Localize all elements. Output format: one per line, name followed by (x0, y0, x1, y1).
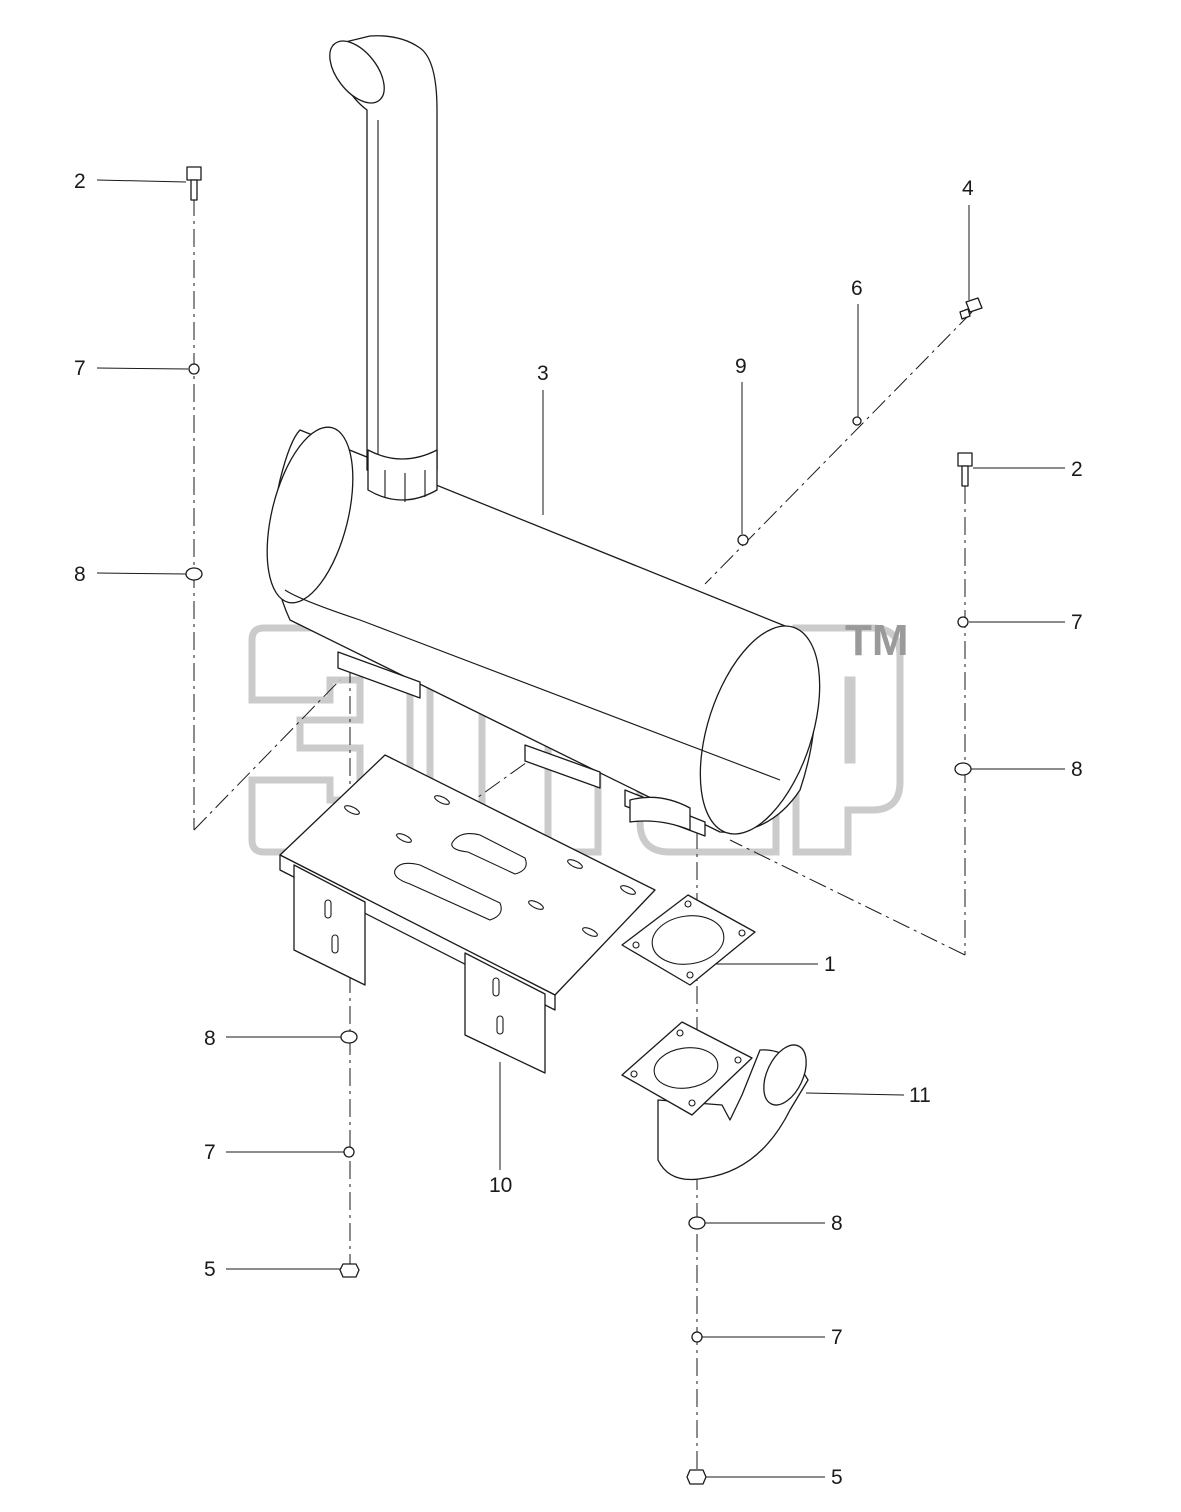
washer-8b (954, 762, 972, 776)
callout-5-lower-right: 5 (831, 1466, 843, 1489)
fasteners (185, 166, 983, 1485)
muffler-assembly (266, 35, 821, 837)
callout-11: 11 (909, 1084, 931, 1107)
nut-5b (686, 1469, 707, 1485)
nut-5a (339, 1263, 360, 1278)
washer-7d (691, 1331, 703, 1343)
washer-7a (188, 363, 200, 375)
callout-8-right: 8 (1071, 758, 1083, 781)
washer-7c (343, 1146, 355, 1158)
callout-3: 3 (537, 362, 549, 385)
callout-2-left: 2 (74, 170, 86, 193)
trademark-label: TM (845, 616, 909, 665)
callout-7-left: 7 (74, 357, 86, 380)
gasket (621, 894, 756, 986)
washer-9 (737, 534, 749, 546)
callout-8-lower-left: 8 (204, 1027, 216, 1050)
bolt-left (186, 166, 202, 201)
bolt-right (957, 452, 973, 487)
callout-7-lower-right: 7 (831, 1326, 843, 1349)
callout-7-right: 7 (1071, 611, 1083, 634)
leader-lines (96, 179, 1065, 1478)
callout-1: 1 (824, 953, 836, 976)
callout-7-lower-left: 7 (204, 1141, 216, 1164)
mounting-bracket (279, 754, 656, 1074)
callout-2-right: 2 (1071, 458, 1083, 481)
callout-labels: 2 7 8 3 9 6 4 2 7 8 1 11 8 7 5 10 8 7 5 (74, 170, 1083, 1489)
callout-8-left: 8 (74, 563, 86, 586)
washer-8a (185, 567, 203, 581)
washer-7b (957, 616, 969, 628)
callout-10: 10 (489, 1174, 512, 1197)
callout-6: 6 (851, 277, 863, 300)
washer-8d (688, 1216, 706, 1230)
callout-5-lower-left: 5 (204, 1258, 216, 1281)
washer-8c (340, 1030, 358, 1044)
callout-4: 4 (962, 177, 974, 200)
callout-9: 9 (735, 355, 747, 378)
bolt-4 (959, 297, 983, 320)
callout-8-lower-right: 8 (831, 1212, 843, 1235)
washer-6 (852, 416, 862, 426)
elbow-pipe (621, 1021, 809, 1181)
